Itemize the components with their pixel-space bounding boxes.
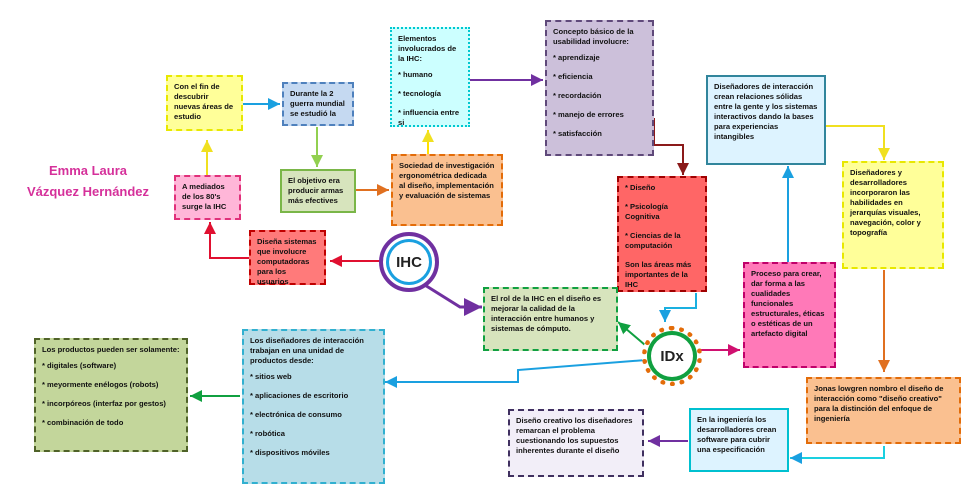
box-sociedad: Sociedad de investigación ergonométrica … [391, 154, 503, 226]
usabilidad-item: aprendizaje [553, 53, 646, 63]
box-elementos: Elementos involucrados de la IHC: humano… [390, 27, 470, 127]
box-rol: El rol de la IHC en el diseño es mejorar… [483, 287, 618, 351]
box-jonas: Jonas lowgren nombro el diseño de intera… [806, 377, 961, 444]
node-idx-label: IDx [660, 347, 684, 365]
elementos-item: tecnología [398, 89, 462, 99]
box-proceso: Proceso para crear, dar forma a las cual… [743, 262, 836, 368]
productos-list: digitales (software) meyormente enélogos… [42, 361, 180, 428]
usabilidad-item: manejo de errores [553, 110, 646, 120]
unidad-item: aplicaciones de escritorio [250, 391, 377, 401]
node-ihc-label: IHC [396, 253, 422, 271]
areas-item: Diseño [625, 183, 699, 193]
box-disenadores-habilidades: Diseñadores y desarrolladores incorporar… [842, 161, 944, 269]
box-objetivo: El objetivo era producir armas más efect… [280, 169, 356, 213]
productos-item: digitales (software) [42, 361, 180, 371]
areas-item: Ciencias de la computación [625, 231, 699, 251]
elementos-item: influencia entre si [398, 108, 462, 128]
box-segunda-guerra: Durante la 2 guerra mundial se estudió l… [282, 82, 354, 126]
box-areas: Diseño Psicología Cognitiva Ciencias de … [617, 176, 707, 292]
usabilidad-item: satisfacción [553, 129, 646, 139]
box-productos: Los productos pueden ser solamente: digi… [34, 338, 188, 452]
box-mediados-80: A mediados de los 80's surge la IHC [174, 175, 241, 220]
elementos-item: humano [398, 70, 462, 80]
author-last-name: Vázquez Hernández [26, 184, 150, 199]
node-idx: IDx [642, 326, 702, 386]
unidad-item: sitios web [250, 372, 377, 382]
unidad-item: robótica [250, 429, 377, 439]
box-unidad: Los diseñadores de interacción trabajan … [242, 329, 385, 484]
areas-item: Psicología Cognitiva [625, 202, 699, 222]
unidad-item: dispositivos móviles [250, 448, 377, 458]
productos-item: incorpóreos (interfaz por gestos) [42, 399, 180, 409]
author-first-name: Emma Laura [48, 163, 128, 178]
box-disenadores-relaciones: Diseñadores de interacción crean relacio… [706, 75, 826, 165]
usabilidad-title: Concepto básico de la usabilidad involuc… [553, 27, 634, 47]
node-ihc: IHC [379, 232, 439, 292]
productos-item: meyormente enélogos (robots) [42, 380, 180, 390]
author-name: Emma Laura Vázquez Hernández [18, 160, 158, 202]
box-fin-descubrir: Con el fin de descubrir nuevas áreas de … [166, 75, 243, 131]
productos-item: combinación de todo [42, 418, 180, 428]
box-usabilidad: Concepto básico de la usabilidad involuc… [545, 20, 654, 156]
productos-title: Los productos pueden ser solamente: [42, 345, 180, 354]
usabilidad-list: aprendizaje eficiencia recordación manej… [553, 53, 646, 139]
usabilidad-item: recordación [553, 91, 646, 101]
box-ingenieria: En la ingeniería los desarrolladores cre… [689, 408, 789, 472]
unidad-title: Los diseñadores de interacción trabajan … [250, 336, 364, 366]
box-creativo: Diseño creativo los diseñadores remarcan… [508, 409, 644, 477]
unidad-list: sitios web aplicaciones de escritorio el… [250, 372, 377, 458]
elementos-list: humano tecnología influencia entre si [398, 70, 462, 128]
areas-list: Diseño Psicología Cognitiva Ciencias de … [625, 183, 699, 251]
usabilidad-item: eficiencia [553, 72, 646, 82]
box-disena-sistemas: Diseña sistemas que involucre computador… [249, 230, 326, 286]
areas-footer: Son las áreas más importantes de la IHC [625, 260, 692, 290]
elementos-title: Elementos involucrados de la IHC: [398, 34, 457, 64]
unidad-item: electrónica de consumo [250, 410, 377, 420]
